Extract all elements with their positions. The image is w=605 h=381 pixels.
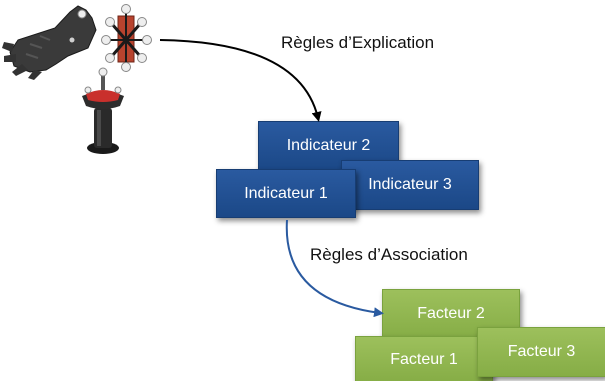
indicator-3-label: Indicateur 3 xyxy=(368,176,452,193)
factor-1-label: Facteur 1 xyxy=(390,350,458,368)
association-arrow xyxy=(285,219,384,318)
explication-rules-label: Règles d’Explication xyxy=(281,33,435,52)
joystick-controller-icon xyxy=(82,67,124,154)
indicator-1-box: Indicateur 1 xyxy=(216,169,356,218)
factor-1-box: Facteur 1 xyxy=(355,336,493,381)
factor-3-box: Facteur 3 xyxy=(477,327,605,377)
factor-3-label: Facteur 3 xyxy=(507,343,576,360)
indicator-2-label: Indicateur 2 xyxy=(286,137,371,154)
association-rules-label: Règles d’Association xyxy=(310,245,468,264)
indicator-1-label: Indicateur 1 xyxy=(244,184,328,202)
input-devices-illustration xyxy=(2,4,152,154)
motion-capture-markers-icon xyxy=(101,4,152,72)
data-glove-icon xyxy=(2,5,97,80)
indicator-3-box: Indicateur 3 xyxy=(341,160,479,210)
factor-2-box: Facteur 2 xyxy=(382,289,520,339)
factor-2-label: Facteur 2 xyxy=(417,305,485,322)
